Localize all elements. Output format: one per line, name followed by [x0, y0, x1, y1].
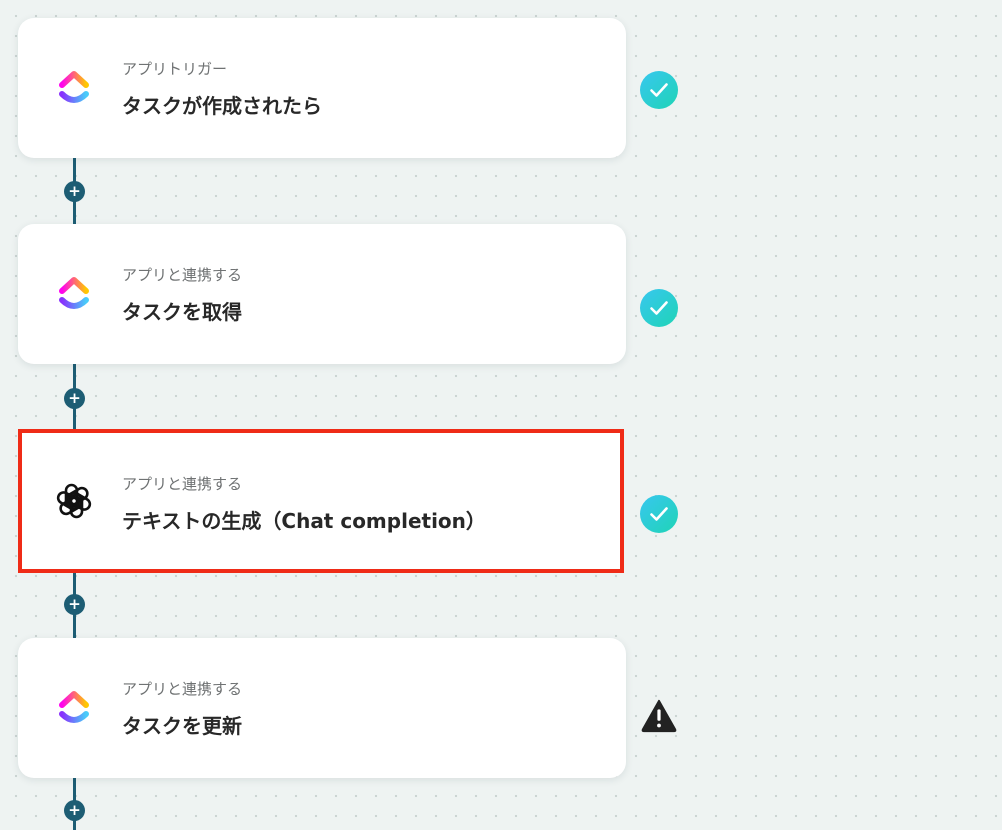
openai-icon	[52, 479, 96, 523]
success-check-icon	[640, 289, 678, 327]
plus-icon: +	[68, 388, 81, 407]
step-type-label: アプリと連携する	[122, 266, 243, 284]
step-title: タスクを取得	[122, 300, 242, 324]
plus-icon: +	[68, 181, 81, 200]
clickup-icon	[52, 686, 96, 730]
plus-icon: +	[68, 800, 81, 819]
add-step-button[interactable]: +	[64, 388, 85, 409]
flow-step-card[interactable]: アプリと連携する タスクを取得	[18, 224, 626, 364]
step-title: タスクが作成されたら	[122, 94, 322, 118]
step-title: テキストの生成（Chat completion）	[122, 509, 486, 533]
clickup-icon	[52, 66, 96, 110]
warning-icon	[640, 697, 678, 735]
step-type-label: アプリトリガー	[122, 60, 228, 78]
add-step-button[interactable]: +	[64, 594, 85, 615]
flow-step-card-selected[interactable]: アプリと連携する テキストの生成（Chat completion）	[18, 429, 624, 573]
flow-step-card[interactable]: アプリトリガー タスクが作成されたら	[18, 18, 626, 158]
flow-step-card[interactable]: アプリと連携する タスクを更新	[18, 638, 626, 778]
plus-icon: +	[68, 594, 81, 613]
step-type-label: アプリと連携する	[122, 680, 243, 698]
add-step-button[interactable]: +	[64, 800, 85, 821]
clickup-icon	[52, 272, 96, 316]
success-check-icon	[640, 495, 678, 533]
success-check-icon	[640, 71, 678, 109]
add-step-button[interactable]: +	[64, 181, 85, 202]
step-type-label: アプリと連携する	[122, 475, 243, 493]
step-title: タスクを更新	[122, 714, 242, 738]
